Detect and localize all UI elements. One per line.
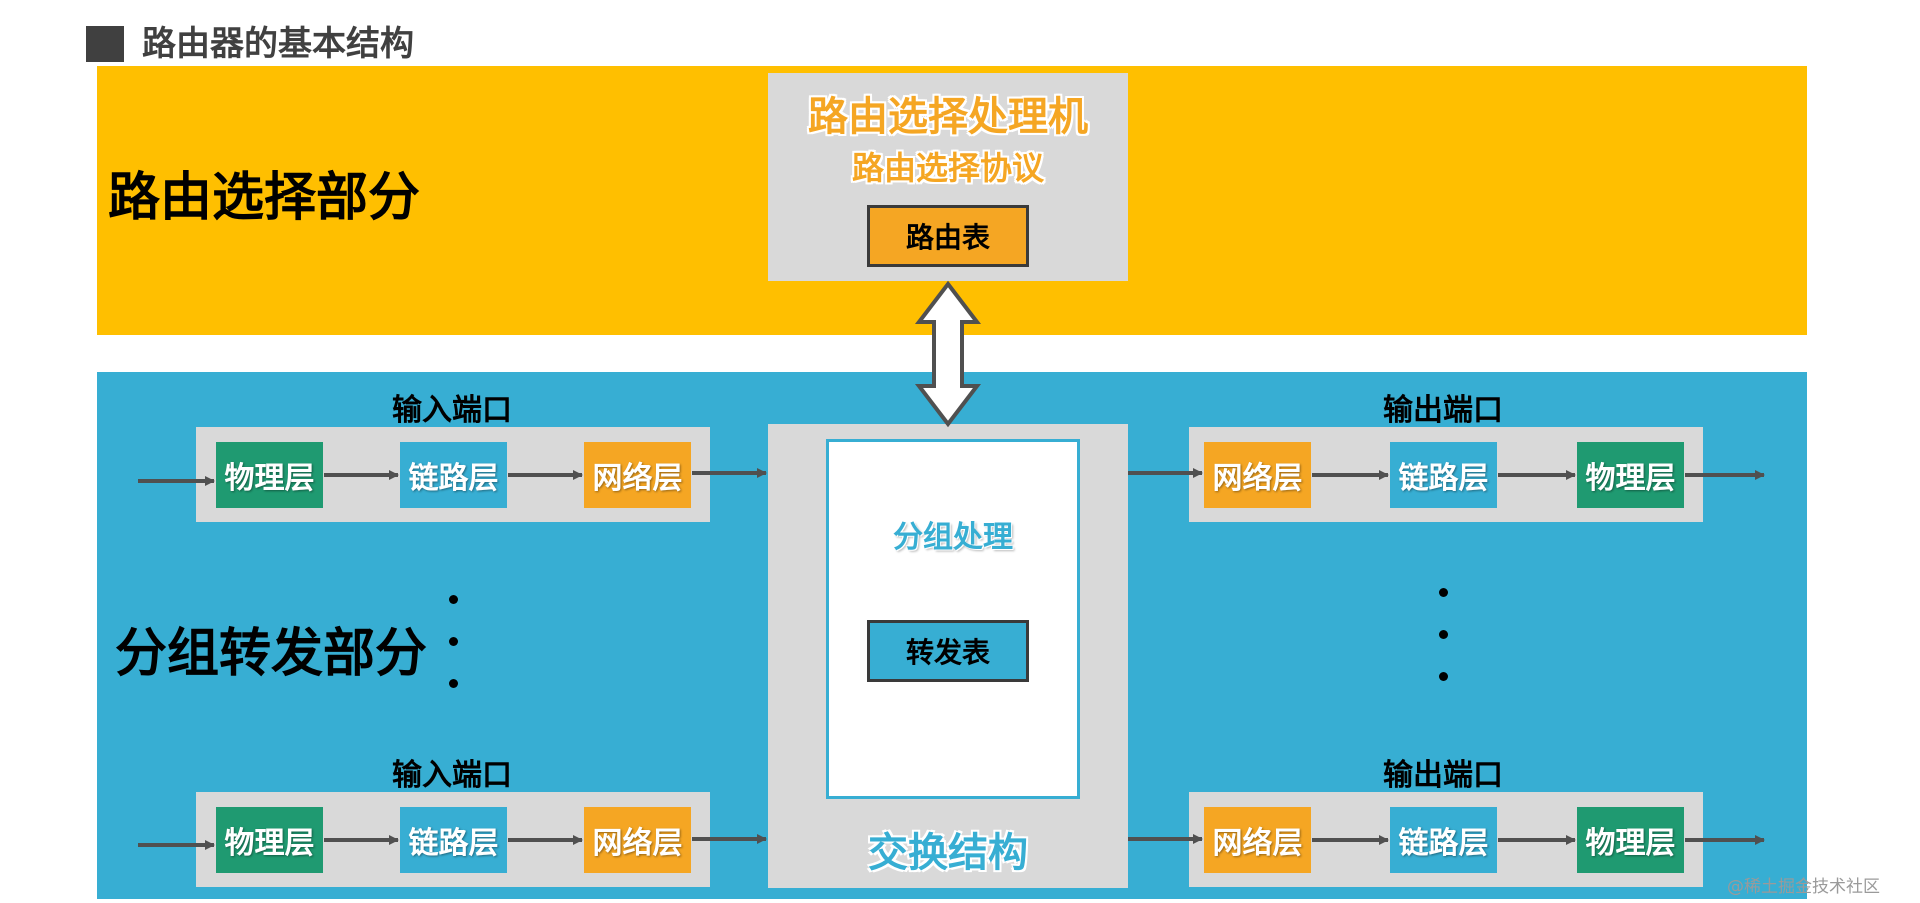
ellipsis-dot [1439,630,1448,639]
page-title: 路由器的基本结构 [142,24,414,64]
input-port-label: 输入端口 [392,758,512,793]
watermark: @稀土掘金技术社区 [1727,877,1880,897]
routing-table-box: 路由表 [867,205,1029,267]
forwarding-table-box: 转发表 [867,620,1029,682]
input-link-layer: 链路层 [400,442,507,508]
input-physical-layer: 物理层 [216,442,323,508]
ellipsis-dot [449,679,458,688]
ellipsis-dot [1439,672,1448,681]
input-network-layer: 网络层 [584,807,691,873]
ellipsis-dot [1439,588,1448,597]
heading-square-icon [86,26,124,62]
ellipsis-dot [449,595,458,604]
input-physical-layer: 物理层 [216,807,323,873]
double-arrow-icon [914,280,982,428]
switch-fabric-label: 交换结构 [868,830,1028,876]
input-link-layer: 链路层 [400,807,507,873]
output-port-label: 输出端口 [1383,393,1503,428]
output-network-layer: 网络层 [1204,442,1311,508]
routing-processor-title: 路由选择处理机 [808,94,1088,140]
input-port-label: 输入端口 [392,393,512,428]
output-physical-layer: 物理层 [1577,442,1684,508]
ellipsis-dot [449,637,458,646]
packet-processing-box [826,439,1080,799]
output-physical-layer: 物理层 [1577,807,1684,873]
output-port-label: 输出端口 [1383,758,1503,793]
output-network-layer: 网络层 [1204,807,1311,873]
routing-section-label: 路由选择部分 [108,168,421,228]
routing-protocol-label: 路由选择协议 [851,149,1044,187]
packet-processing-label: 分组处理 [893,520,1013,555]
output-link-layer: 链路层 [1390,807,1497,873]
input-network-layer: 网络层 [584,442,691,508]
output-link-layer: 链路层 [1390,442,1497,508]
forwarding-section-label: 分组转发部分 [115,624,428,684]
